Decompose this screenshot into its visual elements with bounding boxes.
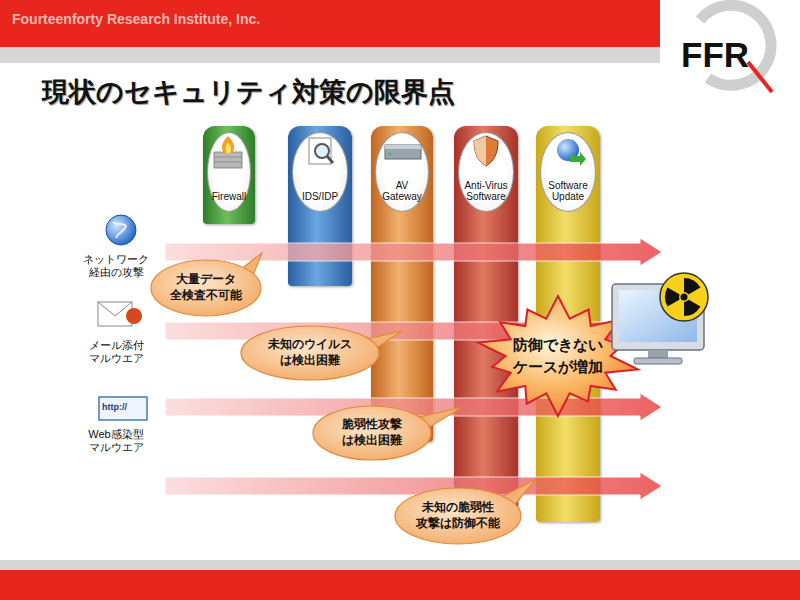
attack-label: Web感染型 マルウエア — [66, 428, 166, 454]
callout-text: 未知の脆弱性 攻撃は防御不能 — [406, 500, 510, 531]
speech-callout: 未知の脆弱性 攻撃は防御不能 — [394, 487, 522, 545]
company-name: Fourteenforty Research Institute, Inc. — [12, 11, 432, 28]
footer-stripe — [0, 560, 800, 570]
pillar-cap: AV Gateway — [375, 132, 429, 212]
speech-callout: 大量データ 全検査不可能 — [150, 259, 262, 317]
icon-text: http:// — [102, 402, 146, 413]
speech-callout: 未知のウイルス は検出困難 — [240, 325, 380, 381]
attack-label: メール添付 マルウエア — [66, 339, 166, 365]
ids-icon — [309, 138, 333, 164]
web-icon — [99, 397, 147, 420]
header-stripe — [0, 47, 660, 63]
callout-text: 未知のウイルス は検出困難 — [258, 337, 362, 368]
logo-text: FFR — [681, 34, 781, 76]
callout-text: 大量データ 全検査不可能 — [160, 272, 252, 303]
text-area: 未知の脆弱性 攻撃は防御不能 — [394, 487, 522, 545]
attack-label: ネットワーク 経由の攻撃 — [66, 253, 166, 279]
text-area: 大量データ 全検査不可能 — [150, 259, 262, 317]
text-area: 未知のウイルス は検出困難 — [240, 325, 380, 381]
pillar-label: Firewall — [212, 191, 246, 202]
pillar-label: Anti-Virus Software — [459, 180, 513, 202]
pillar-label: Software Update — [541, 180, 595, 202]
pillar-label: AV Gateway — [376, 180, 428, 202]
mail-icon — [98, 302, 142, 326]
callout-text: 脆弱性攻撃 は検出困難 — [330, 417, 414, 448]
network-icon — [106, 215, 136, 245]
alert-text: 防御できない ケースが増加 — [502, 334, 614, 378]
radiation-symbol — [659, 273, 708, 321]
footer-band — [0, 570, 800, 600]
logo-slash — [748, 62, 772, 92]
header-band — [0, 0, 660, 47]
pillar-label: IDS/IDP — [302, 191, 338, 202]
gateway-icon — [385, 145, 421, 159]
speech-callout: 脆弱性攻撃 は検出困難 — [312, 405, 432, 461]
defense-pillar: AV Gateway — [371, 126, 433, 442]
slide-title: 現状のセキュリティ対策の限界点 — [42, 74, 455, 110]
text-area: 脆弱性攻撃 は検出困難 — [312, 405, 432, 461]
